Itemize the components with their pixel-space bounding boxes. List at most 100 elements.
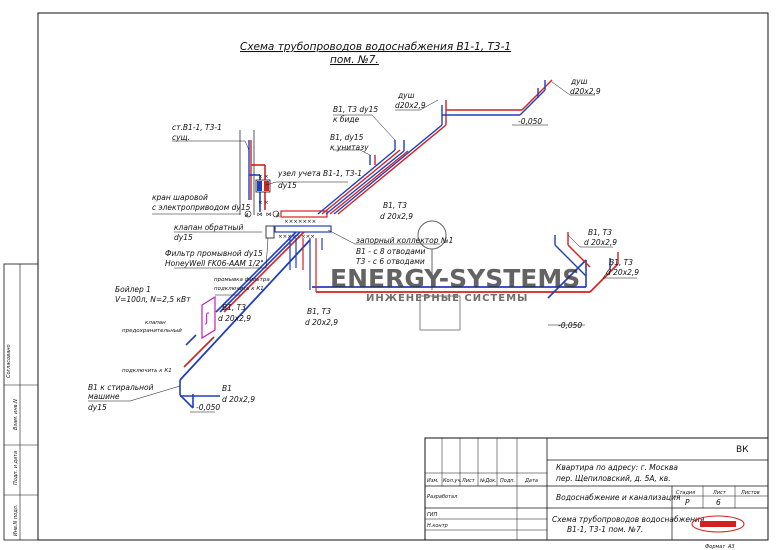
watermark-sub: ИНЖЕНЕРНЫЕ СИСТЕМЫ [366, 293, 528, 304]
label-boiler-spec: V=100л, N=2,5 кВт [115, 295, 191, 304]
tb-col-change: Изм. [427, 478, 439, 484]
company-logo-icon [691, 515, 745, 533]
label-bidet: В1, Т3 dy15 [333, 105, 378, 114]
tb-stage: Р [685, 498, 690, 507]
label-pipe-e-d: d 20x2,9 [218, 314, 251, 323]
svg-text:×××××××: ××××××× [284, 219, 316, 225]
svg-text:⋈: ⋈ [257, 212, 263, 218]
stamp-agreed: Согласовано [6, 344, 12, 378]
label-washer-dy: dy15 [88, 403, 107, 412]
stamp-inv-sub: Взам. инв.N [13, 399, 19, 430]
tb-address-1: Квартира по адресу: г. Москва [556, 463, 678, 472]
label-pipe-b: В1, Т3 [588, 228, 612, 237]
label-pipe-f: В1 [222, 384, 232, 393]
label-flush: промывка фильтра [214, 277, 270, 283]
svg-text:×: × [264, 200, 269, 206]
tb-drawing-name-1: Схема трубопроводов водоснабжения [552, 515, 705, 524]
label-pipe-b-d: d 20x2,9 [584, 238, 617, 247]
label-pipe-c: В1, Т3 [609, 258, 633, 267]
label-riser: ст.В1-1, Т3-1 [172, 123, 222, 132]
title-block [424, 437, 769, 541]
label-wc: В1, dy15 [330, 133, 364, 142]
label-meter: узел учета В1-1, Т3-1 [277, 169, 362, 178]
label-check-valve: клапан обратный [174, 223, 243, 232]
label-pipe-a-d: d 20x2,9 [380, 212, 413, 221]
tb-drawing-name-2: В1-1, Т3-1 пом. №7. [567, 525, 643, 534]
tb-col-doc: №Док. [479, 478, 497, 484]
label-drain: подключить к К1 [122, 368, 172, 374]
label-shower-1-d: d20x2,9 [395, 101, 426, 110]
tb-developed: Разработал [427, 494, 458, 500]
label-pipe-a: В1, Т3 [383, 201, 407, 210]
tb-sheet-h: Лист [712, 490, 727, 496]
label-pipe-e: В1, Т3 [222, 303, 246, 312]
watermark-brand: ENERGY-SYSTEMS [330, 264, 580, 293]
label-elev-right: -0,050 [558, 321, 582, 330]
label-washer: В1 к стиральной [88, 383, 154, 392]
label-filter-model: HoneyWell FK06-AAM 1/2" [165, 259, 264, 268]
label-mark-b: А [275, 213, 280, 219]
svg-text:×: × [264, 174, 269, 180]
stamp-sign-date: Подп. и дата [13, 451, 19, 485]
flush-filter [265, 225, 275, 239]
label-shower-2-d: d20x2,9 [570, 87, 601, 96]
label-wc-to: к унитазу [330, 143, 369, 152]
manifold-drops [289, 238, 323, 292]
label-pipe-d: В1, Т3 [307, 307, 331, 316]
label-washer-2: машине [88, 392, 120, 401]
svg-text:×: × [258, 200, 263, 206]
tb-sheet: 6 [716, 498, 721, 507]
label-elev-bottom: -0,050 [196, 403, 220, 412]
tb-stage-h: Стадия [676, 490, 695, 496]
label-manifold: запорный коллектор №1 [356, 236, 453, 245]
pipes-to-showers [317, 79, 553, 215]
label-filter: Фильтр промывной dy15 [165, 249, 263, 258]
watermark: ENERGY-SYSTEMS ИНЖЕНЕРНЫЕ СИСТЕМЫ [330, 220, 580, 331]
label-shower-1: душ [397, 91, 415, 100]
label-shower-2: душ [570, 77, 588, 86]
tb-section: Водоснабжение и канализация [556, 493, 681, 502]
label-flush-connect: подключить к К1 [214, 286, 264, 292]
label-ball-valve-drive: с электроприводом dy15 [152, 203, 251, 212]
tb-col-date: Дата [524, 478, 538, 484]
label-pipe-f-d: d 20x2,9 [222, 395, 255, 404]
boiler-tank: ʃ [201, 295, 216, 340]
drawing-title: Схема трубопроводов водоснабжения В1-1, … [240, 41, 511, 53]
label-manifold-b1: В1 - с 8 отводами [356, 247, 425, 256]
riser-stack [239, 130, 255, 215]
tb-col-sheet: Лист [461, 478, 476, 484]
ball-valve-actuator: ⋈ ⋈ [244, 210, 280, 218]
label-bidet-to: к биде [333, 115, 360, 124]
pipes-to-boiler [215, 231, 305, 313]
cold-pipe-washer [179, 239, 311, 413]
svg-text:××××××××: ×××××××× [278, 234, 315, 240]
tb-control: Н.контр [427, 523, 448, 529]
label-pipe-d-d: d 20x2,9 [305, 318, 338, 327]
tb-code: ВК [736, 445, 749, 455]
tb-sheets-h: Листов [740, 490, 760, 496]
side-stamp: Согласовано Взам. инв.N Подп. и дата Инв… [3, 263, 39, 541]
tb-col-count: Кол.уч. [443, 478, 462, 484]
tb-format-label: Формат [705, 544, 726, 550]
label-relief-type: предохранительный [122, 328, 182, 334]
water-meter-node: ×× ×× [249, 164, 271, 212]
label-pipe-c-d: d 20x2,9 [606, 268, 639, 277]
manifold-collector: ××××××× ×××××××× [274, 210, 332, 240]
drawing-subtitle: пом. №7. [330, 54, 379, 66]
tb-format-value: А3 [727, 544, 735, 550]
label-elev-top: -0,050 [518, 117, 542, 126]
tb-gip: ГИП [427, 512, 438, 518]
tb-col-sign: Подп. [500, 478, 515, 484]
leader-lines [88, 81, 637, 402]
label-manifold-t3: Т3 - с 6 отводами [356, 257, 425, 266]
label-relief: клапан [145, 320, 166, 326]
label-ball-valve: кран шаровой [152, 193, 208, 202]
label-meter-dy: dy15 [278, 181, 297, 190]
label-check-valve-dy: dy15 [174, 233, 193, 242]
label-riser-existing: сущ. [172, 133, 190, 142]
svg-text:×: × [258, 174, 263, 180]
svg-text:ʃ: ʃ [204, 311, 210, 325]
stamp-inv-orig: Инв.N подл. [13, 505, 19, 536]
tb-address-2: пер. Щепиловский, д. 5А, кв. [556, 474, 671, 483]
